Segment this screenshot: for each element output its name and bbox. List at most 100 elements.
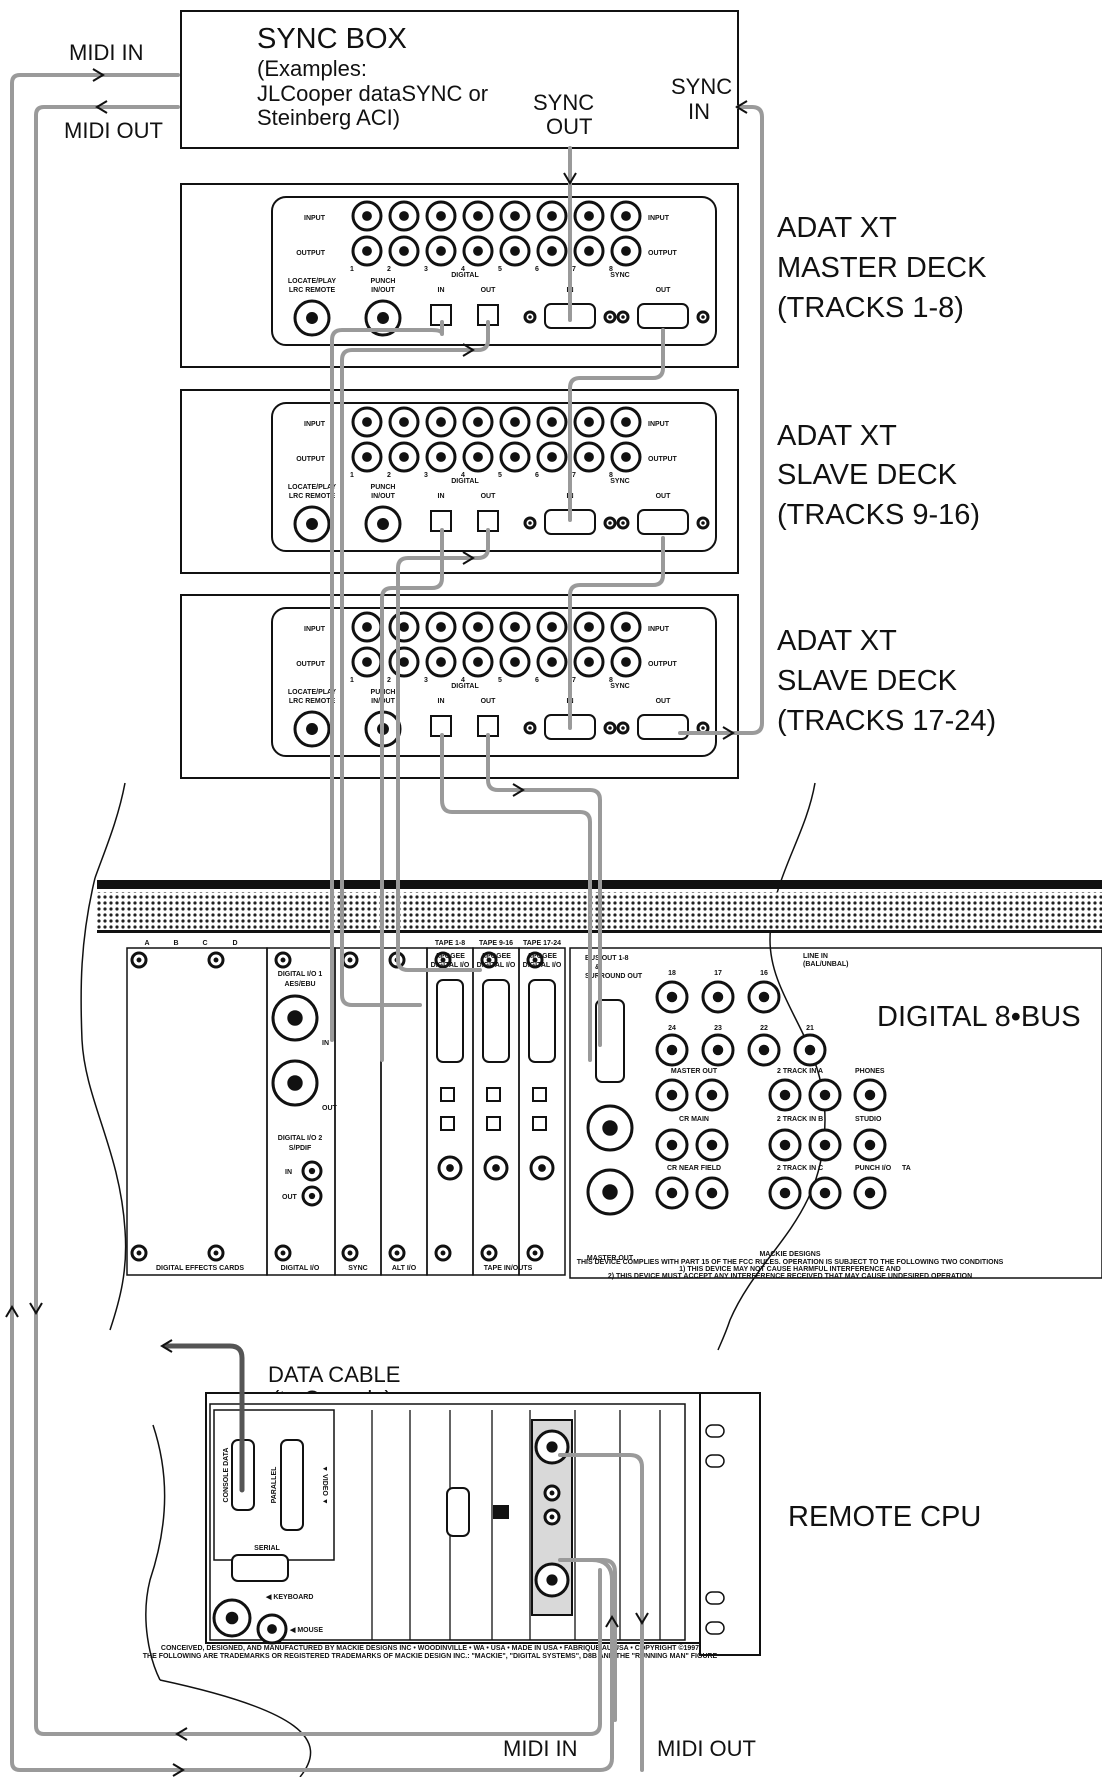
deck-channel-num: 7	[572, 266, 576, 273]
deck-digital-label: DIGITAL	[451, 683, 479, 690]
cpu-parallel-label: PARALLEL	[271, 1466, 278, 1504]
console-label: DIGITAL 8•BUS	[877, 1001, 1081, 1033]
console-footer-sync: SYNC	[348, 1265, 367, 1272]
console-master-out-l-center	[602, 1120, 617, 1135]
console-tape-head-2: TAPE 17-24	[523, 940, 561, 947]
console-slot-label: D	[232, 940, 237, 947]
console-tape-head-1: TAPE 9-16	[479, 940, 513, 947]
console-row-jack-0-2-center	[780, 1090, 791, 1101]
deck-output-jack-2-center	[399, 452, 409, 462]
console-slot-label: A	[144, 940, 149, 947]
deck-input-jack-3-center	[436, 417, 446, 427]
deck-channel-num: 6	[535, 266, 539, 273]
console-tdif-port	[483, 980, 509, 1062]
deck-output-jack-8-center	[621, 452, 631, 462]
deck-input-jack-3-center	[436, 622, 446, 632]
deck-input-label: INPUT	[304, 626, 326, 633]
deck-input-jack-4-center	[473, 211, 483, 221]
console-spdif-out-label: OUT	[282, 1194, 298, 1201]
deck-screw-1-center	[608, 315, 612, 319]
deck-channel-num: 3	[424, 677, 428, 684]
console-apogee-1: APOGEE	[527, 953, 557, 960]
console-optical-out	[533, 1088, 546, 1101]
console-spdif-out-center	[309, 1193, 315, 1199]
console-dio2-label: DIGITAL I/O 2	[278, 1135, 323, 1142]
console-jack-num: 18	[668, 970, 676, 977]
console-footer-alt: ALT I/O	[392, 1265, 417, 1272]
console-tdif-port	[437, 980, 463, 1062]
console-bottom-screw-7-center	[533, 1251, 538, 1256]
deck-screw-0-center	[528, 315, 532, 319]
deck-input-jack-7-center	[584, 417, 594, 427]
deck-input-jack-1-center	[362, 417, 372, 427]
deck-output-label-right: OUTPUT	[648, 661, 678, 668]
deck-output-label: OUTPUT	[296, 456, 326, 463]
deck-output-jack-6-center	[547, 452, 557, 462]
console-phones: PHONES	[855, 1068, 885, 1075]
console-tape-head-0: TAPE 1-8	[435, 940, 465, 947]
console-row-jack-2-1-center	[707, 1188, 718, 1199]
deck-0-line3: (TRACKS 1-8)	[777, 292, 964, 324]
console-dio1-label: DIGITAL I/O 1	[278, 971, 323, 978]
deck-channel-num: 3	[424, 472, 428, 479]
deck-channel-num: 6	[535, 472, 539, 479]
deck-input-jack-1-center	[362, 211, 372, 221]
console-line-jack-2-2-center	[759, 1045, 770, 1056]
console-apogee-2: DIGITAL I/O	[523, 962, 562, 969]
deck-punch-2: IN/OUT	[371, 493, 395, 500]
console-fcc-1: MACKIE DESIGNS	[759, 1251, 820, 1258]
cpu-keyboard-port-center	[226, 1612, 239, 1625]
deck-output-jack-3-center	[436, 657, 446, 667]
deck-output-jack-7-center	[584, 657, 594, 667]
cpu-label: REMOTE CPU	[788, 1501, 981, 1533]
deck-label-slave-1: ADAT XT SLAVE DECK (TRACKS 9-16)	[777, 420, 980, 531]
console-apogee-1: APOGEE	[435, 953, 465, 960]
console-optical-in	[487, 1117, 500, 1130]
deck-1-line2: SLAVE DECK	[777, 459, 958, 491]
sync-box-line3: Steinberg ACI)	[257, 105, 400, 130]
deck-locate-2: LRC REMOTE	[289, 287, 336, 294]
deck-input-jack-8-center	[621, 622, 631, 632]
console-line-in: LINE IN	[803, 953, 828, 960]
deck-output-label-right: OUTPUT	[648, 456, 678, 463]
console-aes-out-label: OUT	[322, 1105, 338, 1112]
deck-channel-num: 7	[572, 472, 576, 479]
cpu-mouse-port-center	[267, 1624, 277, 1634]
deck-punch-jack-center	[377, 312, 389, 324]
console-apogee-1: APOGEE	[481, 953, 511, 960]
console-top-screw-2-center	[281, 958, 286, 963]
deck-label-master: ADAT XT MASTER DECK (TRACKS 1-8)	[777, 212, 987, 324]
console-bottom-screw-5-center	[441, 1251, 446, 1256]
deck-sync-out-label: OUT	[656, 493, 672, 500]
console-top-screw-3-center	[348, 958, 353, 963]
deck-sync-out-label: OUT	[656, 698, 672, 705]
console-top-screw-0-center	[137, 958, 142, 963]
console-studio: STUDIO	[855, 1116, 882, 1123]
console-jack-num-2: 21	[806, 1025, 814, 1032]
console-master-out-label: MASTER OUT	[671, 1068, 718, 1075]
deck-output-jack-2-center	[399, 246, 409, 256]
console-apogee-2: DIGITAL I/O	[477, 962, 516, 969]
console-jack-num: 16	[760, 970, 768, 977]
console-side-jack-1-center	[865, 1140, 876, 1151]
deck-locate-1: LOCATE/PLAY	[288, 689, 337, 696]
deck-input-jack-4-center	[473, 417, 483, 427]
deck-input-label-right: INPUT	[648, 626, 670, 633]
cpu-midi-out-label: MIDI OUT	[657, 1736, 756, 1761]
deck-screw-0-center	[528, 726, 532, 730]
deck-channel-num: 5	[498, 472, 502, 479]
cpu-vga-port	[447, 1488, 469, 1536]
cpu-midi-out-port-center	[546, 1441, 557, 1452]
console-line-jack-top-0-center	[667, 992, 678, 1003]
console-side-jack-0-center	[865, 1090, 876, 1101]
deck-optical-in	[431, 511, 451, 531]
deck-channel-num: 6	[535, 677, 539, 684]
deck-output-jack-6-center	[547, 246, 557, 256]
deck-channel-num: 1	[350, 266, 354, 273]
console-optical-in	[441, 1117, 454, 1130]
deck-sync-out-port	[638, 510, 688, 534]
cpu-midi-led-2-center	[550, 1515, 555, 1520]
deck-locate-jack-center	[306, 518, 318, 530]
deck-channel-num: 5	[498, 677, 502, 684]
console-spdif-in-center	[309, 1168, 315, 1174]
